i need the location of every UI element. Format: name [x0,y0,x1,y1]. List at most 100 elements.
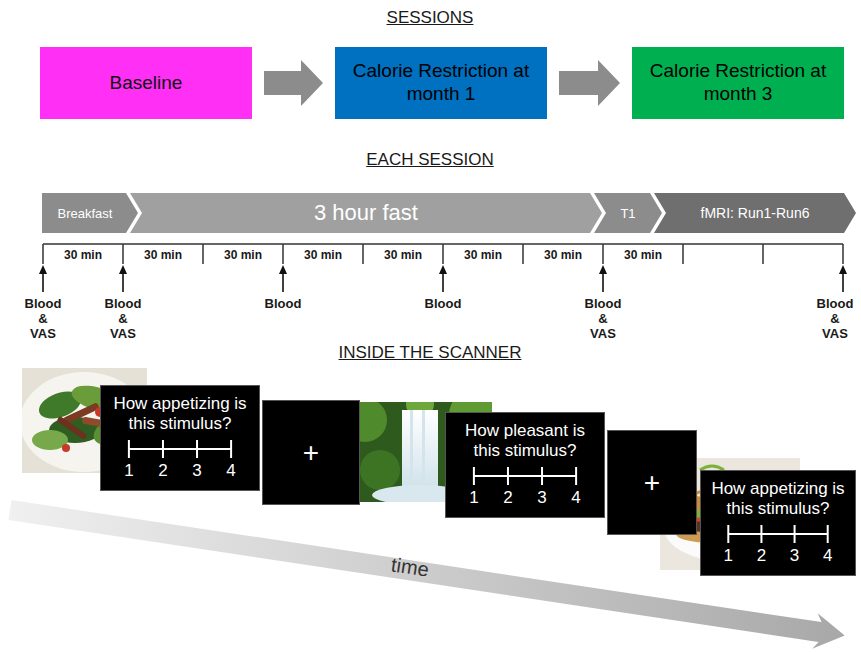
interval-label: 30 min [144,248,182,262]
phase-chevron: T1 [594,193,662,233]
scale-tick [727,525,729,543]
scale-number: 4 [226,461,235,481]
scale-tick [507,467,509,485]
interval-label: 30 min [224,248,262,262]
sample-arrow-part [439,265,447,274]
scale-line [452,467,598,487]
sample-label: Blood [261,296,305,311]
scale-number: 3 [192,461,201,481]
block-arrow [264,60,323,106]
interval-label: 30 min [304,248,342,262]
chevron-fill [130,193,602,233]
session-box: Calorie Restriction at month 1 [335,47,547,119]
timeline-axis-part [842,244,844,264]
scale-line [707,525,849,545]
timeline-axis-part [602,244,604,264]
scale-tick [575,467,577,485]
rating-screen: How appetizing is this stimulus? 1 2 3 4 [700,470,856,576]
section-heading: SESSIONS [387,8,474,28]
timeline-axis-part [522,244,524,264]
timeline-axis-part [202,244,204,264]
waterfall-photo-part [422,410,425,490]
fixation-screen: + [607,430,697,535]
scale-number: 1 [124,461,133,481]
scale-tick [128,440,130,458]
rating-screen: How appetizing is this stimulus? 1 2 3 4 [100,385,260,491]
sample-arrow-part [842,272,844,292]
scale-number: 4 [571,488,580,508]
scale-number: 3 [790,546,799,566]
sample-arrow-part [42,272,44,292]
phase-chevron: 3 hour fast [130,193,602,233]
sample-arrow-part [442,272,444,292]
sample-arrow-part [282,272,284,292]
interval-label: 30 min [624,248,662,262]
phase-label: Breakfast [58,206,113,221]
rating-screen: How pleasant is this stimulus?1234 [445,412,605,518]
salad-photo-part [62,444,70,452]
box-text: Calorie Restriction at month 3 [642,60,834,106]
phase-label: 3 hour fast [314,200,418,226]
section-heading: INSIDE THE SCANNER [339,343,522,363]
axis-label: time [390,553,431,581]
scale-tick [541,467,543,485]
phase-label: T1 [620,206,635,221]
phase-chevron: Breakfast [42,193,138,233]
rating-question: How appetizing is this stimulus? [707,479,849,519]
sample-label: Blood & VAS [813,296,857,341]
scale-axis [129,448,231,450]
rating-question: How appetizing is this stimulus? [107,394,253,434]
scale-number: 3 [537,488,546,508]
chevron-fill [594,193,662,233]
chevron-fill [654,193,856,233]
scale-tick [230,440,232,458]
sample-arrow [39,265,847,292]
sample-label: Blood & VAS [581,296,625,341]
timeline-axis-part [42,244,44,264]
interval-label: 30 min [464,248,502,262]
scale-number: 1 [724,546,733,566]
scale-tick [473,467,475,485]
session-box: Calorie Restriction at month 3 [632,47,844,119]
scale-axis [728,533,827,535]
rating-scale: 1 2 3 4 [707,525,849,571]
interval-label: 30 min [64,248,102,262]
sample-label: Blood [421,296,465,311]
timeline-axis-part [762,244,764,264]
salad-photo-part [56,416,87,440]
phase-chevron: fMRI: Run1-Run6 [654,193,856,233]
block-arrow [559,60,620,106]
waterfall-photo-part [410,410,413,490]
session-box: Baseline [40,47,252,119]
scale-number: 2 [503,488,512,508]
scale-tick [794,525,796,543]
timeline-axis [43,244,843,264]
rating-scale: 1234 [452,467,598,513]
scale-tick [760,525,762,543]
sample-arrow-part [119,265,127,274]
sample-arrow-part [839,265,847,274]
scale-line [107,440,253,460]
sample-arrow-part [599,265,607,274]
waterfall-photo-part [360,450,400,490]
scale-tick [827,525,829,543]
sample-arrow-part [39,265,47,274]
scale-axis [474,475,576,477]
sample-arrow-part [602,272,604,292]
fixation-cross: + [644,467,660,499]
timeline-axis-part [682,244,684,264]
fixation-cross: + [303,437,319,469]
sample-arrow-part [279,265,287,274]
scale-number: 4 [823,546,832,566]
interval-label: 30 min [544,248,582,262]
scale-tick [162,440,164,458]
timeline-axis-part [442,244,444,264]
timeline-axis-part [282,244,284,264]
fixation-screen: + [262,400,360,505]
scale-number: 2 [158,461,167,481]
rating-scale: 1 2 3 4 [107,440,253,486]
interval-label: 30 min [384,248,422,262]
sample-label: Blood & VAS [101,296,145,341]
scale-number: 2 [757,546,766,566]
